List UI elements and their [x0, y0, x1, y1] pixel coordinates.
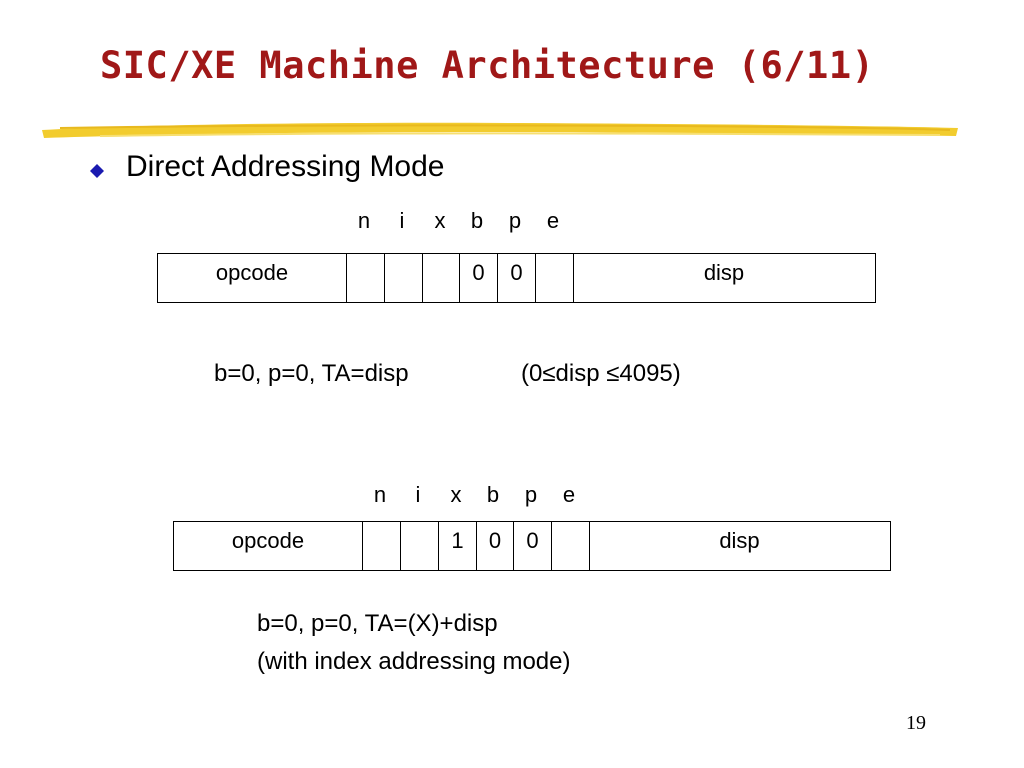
instruction-format-1: opcode 0 0 disp	[157, 253, 876, 303]
opcode-cell: opcode	[158, 254, 347, 302]
flag-cell-n	[363, 522, 401, 570]
flag-label: i	[399, 208, 405, 233]
format-2-rule: b=0, p=0, TA=(X)+disp	[257, 610, 498, 637]
title-underline	[42, 122, 958, 138]
flag-label: x	[450, 482, 462, 507]
instruction-format-2: opcode 1 0 0 disp	[173, 521, 891, 571]
opcode-cell: opcode	[174, 522, 363, 570]
format-1-range: (0≤disp ≤4095)	[521, 360, 681, 387]
flag-label: b	[486, 482, 500, 507]
diamond-bullet-icon	[90, 164, 104, 178]
flag-label: n	[373, 482, 387, 507]
flag-label: e	[562, 482, 576, 507]
flag-label: p	[508, 208, 522, 233]
flag-label: b	[470, 208, 484, 233]
flag-cell-i	[385, 254, 423, 302]
flag-cell-b: 0	[477, 522, 514, 570]
flag-label: i	[415, 482, 421, 507]
flag-cell-x: 1	[439, 522, 477, 570]
flag-cell-b: 0	[460, 254, 498, 302]
disp-cell: disp	[719, 528, 760, 553]
flag-cell-n	[347, 254, 385, 302]
flag-label: n	[357, 208, 371, 233]
flag-label: x	[434, 208, 446, 233]
format-2-note: (with index addressing mode)	[257, 648, 571, 675]
flag-labels-1: n i x b p e	[345, 208, 575, 233]
flag-cell-e	[536, 254, 574, 302]
format-1-rule: b=0, p=0, TA=disp	[214, 360, 409, 387]
bullet-text: Direct Addressing Mode	[126, 150, 445, 183]
disp-cell: disp	[703, 260, 745, 285]
flag-label: p	[524, 482, 538, 507]
slide-title: SIC/XE Machine Architecture (6/11)	[100, 44, 875, 87]
flag-cell-e	[552, 522, 590, 570]
flag-label: e	[546, 208, 560, 233]
flag-cell-p: 0	[498, 254, 536, 302]
flag-cell-i	[401, 522, 439, 570]
flag-cell-x	[423, 254, 460, 302]
page-number: 19	[906, 712, 926, 734]
flag-labels-2: n i x b p e	[361, 482, 591, 507]
flag-cell-p: 0	[514, 522, 552, 570]
